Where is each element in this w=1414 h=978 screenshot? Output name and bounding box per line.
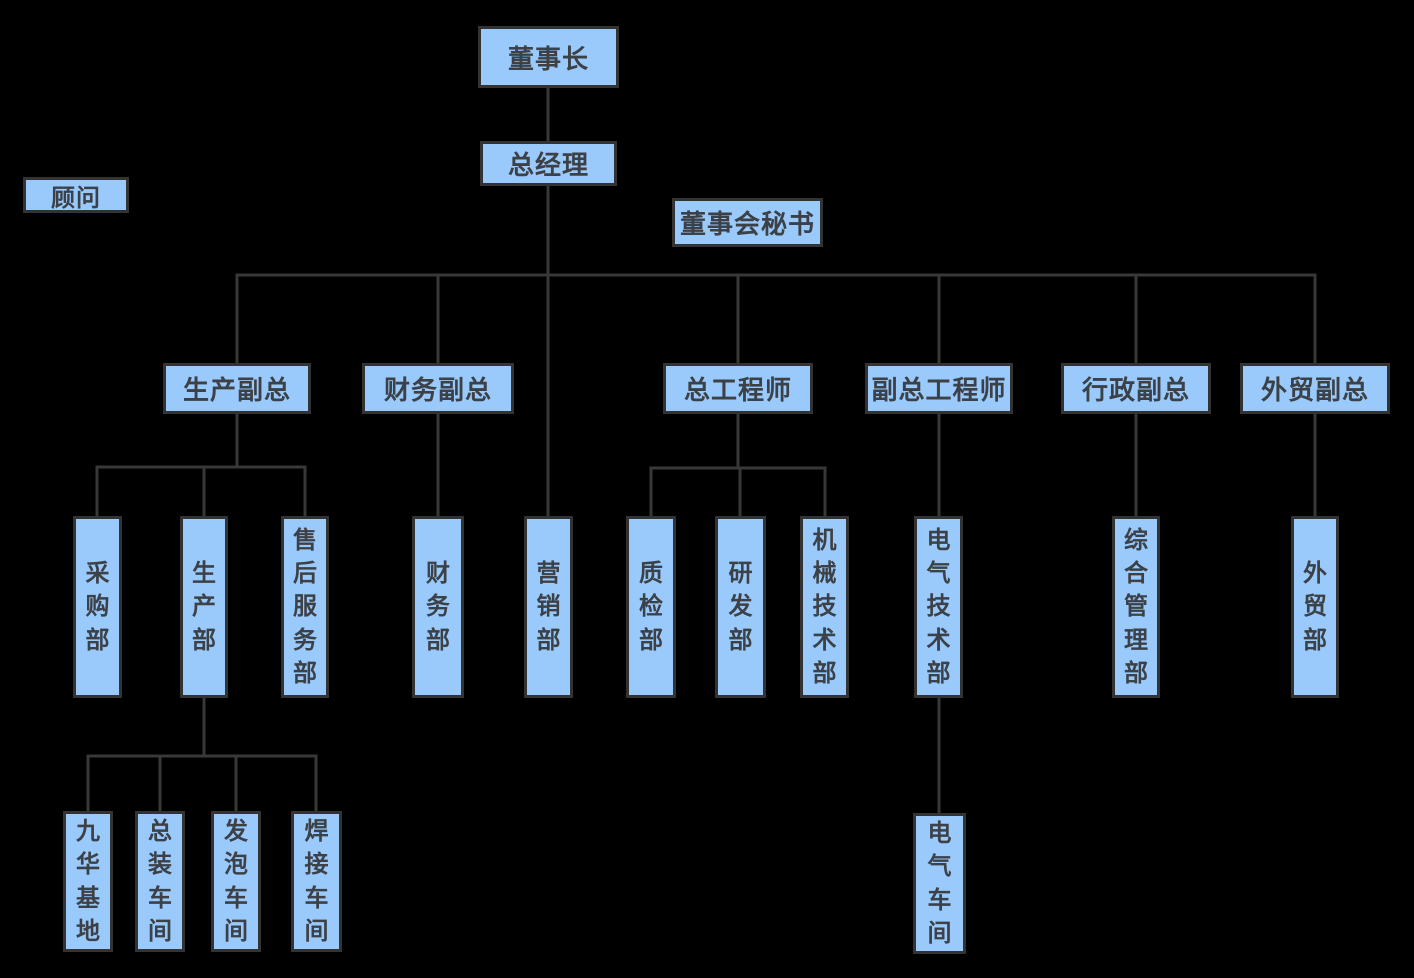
node-qc-dept-label: 质检部 (639, 560, 663, 654)
node-foreign-trade-vp-label: 外贸副总 (1260, 375, 1369, 405)
node-finance-dept[interactable]: 财务部 (412, 516, 464, 698)
node-purchasing-dept-label: 采购部 (85, 560, 110, 654)
node-electrical-tech-dept-label: 电气技术部 (926, 527, 951, 687)
node-general-manager[interactable]: 总经理 (480, 141, 617, 186)
node-admin-vp-label: 行政副总 (1081, 375, 1190, 405)
node-production-dept-label: 生产部 (192, 560, 216, 654)
node-board-secretary[interactable]: 董事会秘书 (672, 198, 823, 247)
node-rd-dept[interactable]: 研发部 (715, 516, 766, 698)
node-finance-dept-label: 财务部 (426, 560, 450, 654)
node-mechanical-tech-dept-label: 机械技术部 (812, 527, 837, 687)
node-general-manager-label: 总经理 (507, 150, 589, 180)
node-electrical-workshop-label: 电气车间 (927, 820, 952, 947)
node-jiuhua-base[interactable]: 九华基地 (63, 811, 113, 952)
node-foreign-trade-dept-label: 外贸部 (1303, 560, 1327, 654)
node-foreign-trade-vp[interactable]: 外贸副总 (1240, 363, 1390, 414)
node-admin-vp[interactable]: 行政副总 (1061, 363, 1211, 414)
node-after-sales-dept-label: 售后服务部 (293, 527, 317, 687)
node-rd-dept-label: 研发部 (728, 560, 753, 654)
node-board-secretary-label: 董事会秘书 (679, 209, 815, 239)
node-production-vp[interactable]: 生产副总 (163, 363, 311, 414)
node-general-management-dept[interactable]: 综合管理部 (1112, 516, 1160, 698)
node-foreign-trade-dept[interactable]: 外贸部 (1291, 516, 1339, 698)
node-chief-engineer-label: 总工程师 (683, 375, 792, 405)
node-advisor-label: 顾问 (51, 184, 101, 212)
node-foaming-workshop[interactable]: 发泡车间 (211, 811, 261, 952)
node-production-dept[interactable]: 生产部 (180, 516, 228, 698)
node-jiuhua-base-label: 九华基地 (76, 818, 100, 945)
node-deputy-chief-engineer-label: 副总工程师 (871, 375, 1007, 405)
node-purchasing-dept[interactable]: 采购部 (73, 516, 122, 698)
node-welding-workshop[interactable]: 焊接车间 (291, 811, 342, 952)
node-finance-vp-label: 财务副总 (383, 375, 492, 405)
node-after-sales-dept[interactable]: 售后服务部 (281, 516, 329, 698)
node-marketing-dept-label: 营销部 (536, 560, 561, 654)
node-deputy-chief-engineer[interactable]: 副总工程师 (865, 363, 1013, 414)
node-chairman[interactable]: 董事长 (478, 26, 619, 88)
node-chief-engineer[interactable]: 总工程师 (663, 363, 813, 414)
node-finance-vp[interactable]: 财务副总 (362, 363, 514, 414)
node-foaming-workshop-label: 发泡车间 (224, 818, 248, 945)
node-electrical-workshop[interactable]: 电气车间 (913, 813, 966, 954)
node-qc-dept[interactable]: 质检部 (626, 516, 676, 698)
node-advisor[interactable]: 顾问 (23, 177, 129, 213)
node-production-vp-label: 生产副总 (182, 375, 291, 405)
node-welding-workshop-label: 焊接车间 (304, 818, 329, 945)
node-general-management-dept-label: 综合管理部 (1124, 527, 1148, 687)
node-electrical-tech-dept[interactable]: 电气技术部 (914, 516, 963, 698)
node-assembly-workshop[interactable]: 总装车间 (135, 811, 185, 952)
node-marketing-dept[interactable]: 营销部 (524, 516, 573, 698)
node-assembly-workshop-label: 总装车间 (148, 818, 172, 945)
node-chairman-label: 董事长 (507, 43, 589, 74)
node-mechanical-tech-dept[interactable]: 机械技术部 (800, 516, 849, 698)
